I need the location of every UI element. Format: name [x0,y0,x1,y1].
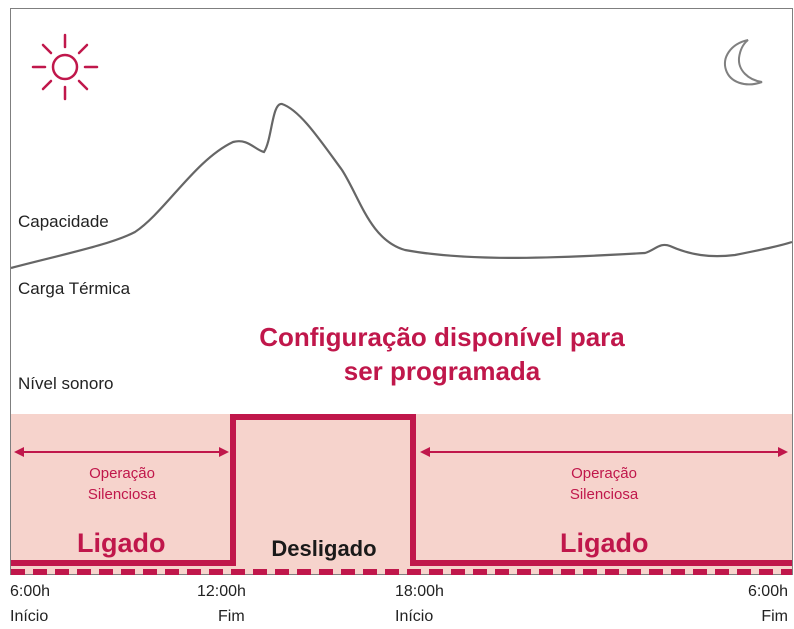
event-tick-4: Fim [761,608,788,625]
right-range-arrow [420,447,788,457]
sun-icon [31,33,99,101]
left-op-line-1: Operação [89,465,155,482]
time-tick-3: 18:00h [395,583,444,600]
left-range-arrow [14,447,229,457]
moon-icon [724,39,763,86]
event-tick-3: Início [395,608,434,625]
capacity-curve [10,102,793,270]
left-on-label: Ligado [77,528,166,558]
quiet-operation-band [11,414,792,574]
event-tick-2: Fim [218,608,245,625]
right-op-line-2: Silenciosa [569,486,639,503]
right-quiet-operation-label: Operação Silenciosa [524,463,684,505]
power-state-line [11,414,792,566]
event-tick-1: Início [10,608,49,625]
time-tick-1: 6:00h [10,583,51,600]
headline: Configuração disponível para ser program… [214,320,670,388]
left-quiet-operation-label: Operação Silenciosa [42,463,202,505]
headline-line-1: Configuração disponível para [259,322,625,352]
left-op-line-2: Silenciosa [87,486,157,503]
capacity-label: Capacidade [18,212,109,231]
headline-line-2: ser programada [343,356,541,386]
time-tick-2: 12:00h [197,583,246,600]
thermal-load-label: Carga Térmica [18,279,131,298]
right-op-line-1: Operação [571,465,637,482]
off-label: Desligado [271,536,377,561]
sound-level-label: Nível sonoro [18,374,114,393]
right-on-label: Ligado [560,528,649,558]
time-tick-4: 6:00h [747,583,788,600]
